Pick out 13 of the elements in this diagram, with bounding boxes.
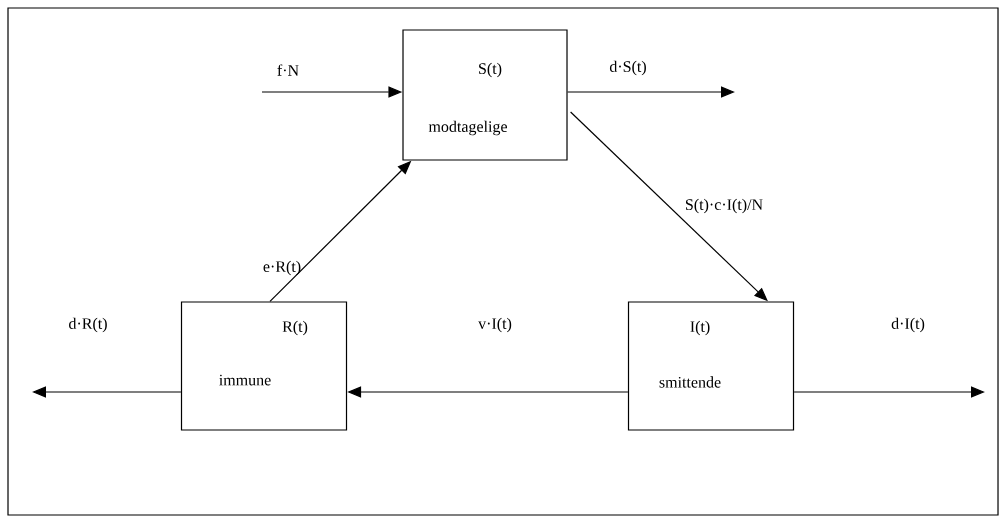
edge-label: d·S(t) bbox=[609, 60, 646, 76]
edge-label: v·I(t) bbox=[478, 317, 512, 333]
edge-label: S(t)·c·I(t)/N bbox=[686, 198, 763, 214]
box-label: modtagelige bbox=[428, 120, 507, 136]
box-label: I(t) bbox=[690, 320, 710, 336]
box-label: immune bbox=[219, 374, 271, 386]
edge-label: d·I(t) bbox=[891, 317, 925, 333]
edge-label: f·N bbox=[277, 64, 299, 76]
edge-label: e·R(t) bbox=[263, 260, 301, 276]
box-label: R(t) bbox=[282, 320, 308, 336]
box-label: smittende bbox=[659, 376, 721, 388]
box-label: S(t) bbox=[479, 62, 502, 78]
edge-label: d·R(t) bbox=[69, 317, 107, 333]
